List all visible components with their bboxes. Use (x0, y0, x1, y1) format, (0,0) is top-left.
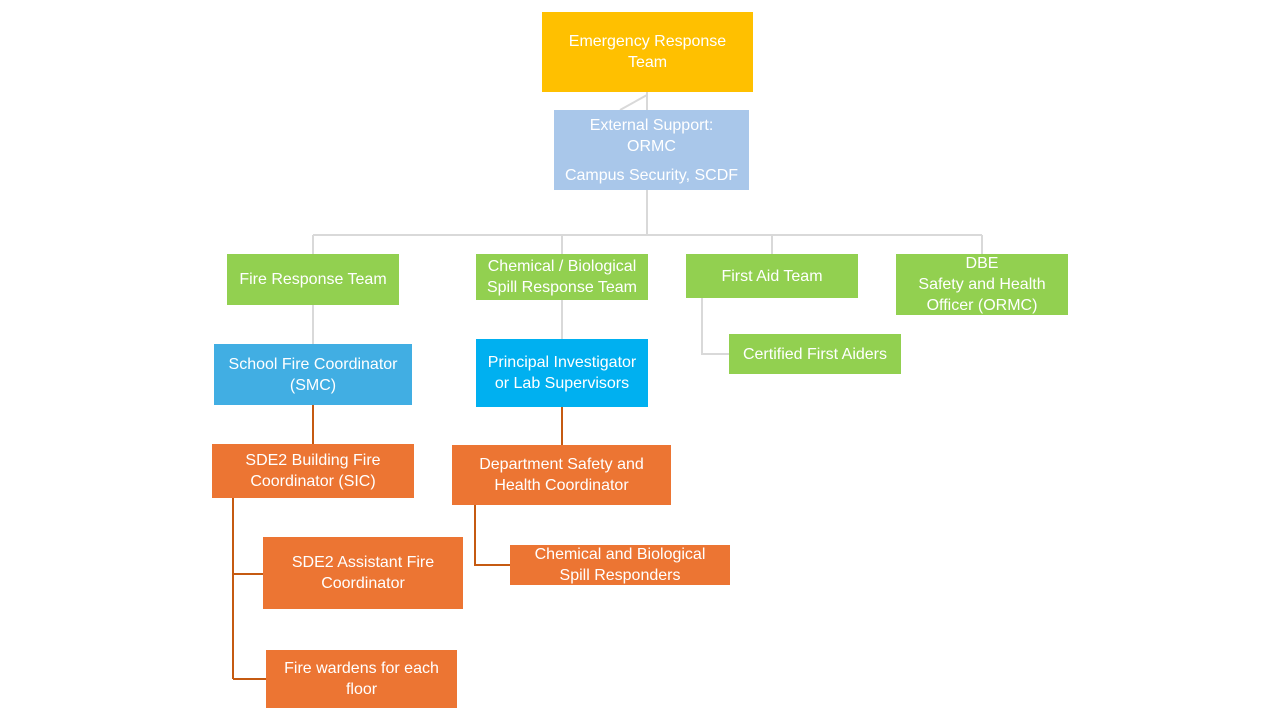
fire-wardens-box: Fire wardens for each floor (266, 650, 457, 708)
emergency-response-team-line1: Emergency Response (568, 33, 727, 50)
fire-response-team-label: Fire Response Team (239, 271, 387, 288)
school-fire-coordinator-line2: (SMC) (289, 376, 337, 394)
fire-wardens-line2: floor (345, 681, 378, 698)
assistant-fire-coordinator-line1: SDE2 Assistant Fire (291, 554, 435, 571)
spill-responders-box: Chemical and Biological Spill Responders (510, 545, 730, 585)
department-safety-line2: Health Coordinator (494, 477, 629, 494)
principal-investigator-line1: Principal Investigator (487, 354, 637, 371)
orange-connectors (232, 405, 563, 680)
certified-first-aiders-box: Certified First Aiders (729, 334, 901, 374)
spill-response-team-box: Chemical / Biological Spill Response Tea… (476, 254, 648, 300)
fire-wardens-line1: Fire wardens for each (284, 660, 439, 677)
dbe-line1: DBE (965, 255, 999, 272)
certified-first-aiders-label: Certified First Aiders (742, 345, 888, 363)
assistant-fire-coordinator-line2: Coordinator (321, 575, 405, 592)
building-fire-coordinator-line1: SDE2 Building Fire (245, 452, 381, 469)
school-fire-coordinator-line1: School Fire Coordinator (228, 355, 398, 373)
dbe-safety-officer-box: DBE Safety and Health Officer (ORMC) (896, 254, 1068, 315)
connector-dept-responders (474, 505, 510, 566)
fire-response-team-box: Fire Response Team (227, 254, 399, 305)
building-fire-coordinator-line2: Coordinator (SIC) (250, 473, 376, 490)
first-aid-team-box: First Aid Team (686, 254, 858, 298)
department-safety-coordinator-box: Department Safety and Health Coordinator (452, 445, 671, 505)
emergency-response-team-line2: Team (627, 54, 668, 71)
school-fire-coordinator-box: School Fire Coordinator (SMC) (214, 344, 412, 405)
spill-responders-line2: Spill Responders (559, 567, 681, 584)
external-support-line2: ORMC (627, 137, 676, 155)
principal-investigator-box: Principal Investigator or Lab Supervisor… (476, 339, 648, 407)
assistant-fire-coordinator-box: SDE2 Assistant Fire Coordinator (263, 537, 463, 609)
connector-building-subordinates (232, 498, 266, 680)
building-fire-coordinator-box: SDE2 Building Fire Coordinator (SIC) (212, 444, 414, 498)
emergency-response-team-box: Emergency Response Team (542, 12, 753, 92)
gray-connectors (312, 92, 983, 355)
dbe-line3: Officer (ORMC) (926, 297, 1038, 314)
principal-investigator-line2: or Lab Supervisors (494, 375, 630, 392)
connector-firstaid-aiders (701, 298, 729, 355)
spill-response-team-line1: Chemical / Biological (487, 258, 637, 275)
first-aid-team-label: First Aid Team (721, 267, 823, 285)
external-support-line3: Campus Security, SCDF (564, 166, 739, 184)
connector-emergency-external (619, 92, 648, 111)
external-support-box: External Support: ORMC Campus Security, … (554, 110, 749, 190)
external-support-line1: External Support: (589, 116, 714, 134)
department-safety-line1: Department Safety and (479, 456, 644, 473)
dbe-line2: Safety and Health (918, 276, 1046, 293)
spill-responders-line1: Chemical and Biological (534, 546, 706, 563)
spill-response-team-line2: Spill Response Team (486, 279, 637, 296)
